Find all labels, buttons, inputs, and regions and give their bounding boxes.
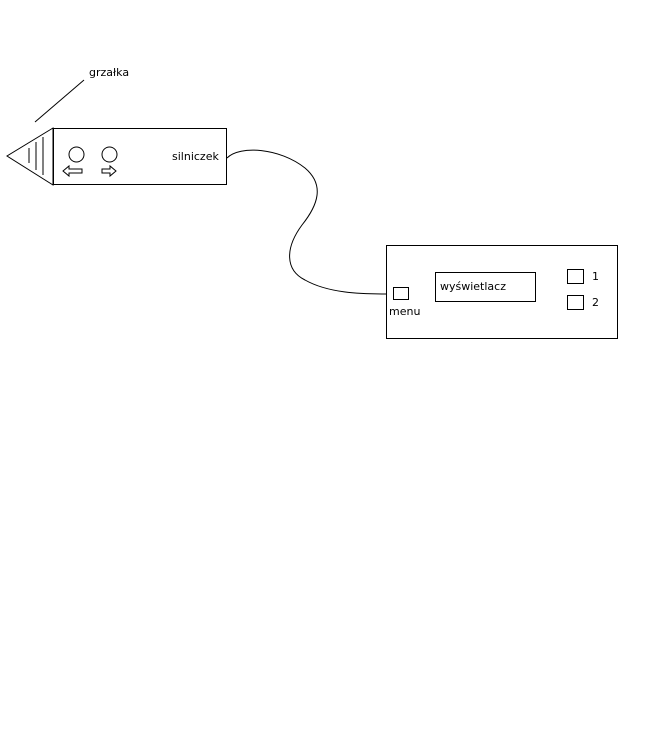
- heater-leader-line: [34, 79, 85, 123]
- display-screen: [435, 272, 536, 302]
- arrow-left-icon: [62, 164, 83, 178]
- button-1[interactable]: [567, 269, 584, 284]
- heater-tip: [6, 127, 54, 186]
- arrow-right-icon: [101, 164, 117, 178]
- menu-button[interactable]: [393, 287, 409, 300]
- heater-label: grzałka: [89, 66, 129, 79]
- motor-label: silniczek: [172, 150, 219, 163]
- right-button[interactable]: [101, 146, 118, 163]
- motor-body: [53, 128, 227, 185]
- menu-label: menu: [389, 305, 420, 318]
- control-unit-body: [386, 245, 618, 339]
- button-2-label: 2: [592, 296, 599, 309]
- button-2[interactable]: [567, 295, 584, 310]
- left-button[interactable]: [68, 146, 85, 163]
- display-label: wyświetlacz: [440, 280, 506, 293]
- button-1-label: 1: [592, 270, 599, 283]
- cable: [226, 149, 387, 295]
